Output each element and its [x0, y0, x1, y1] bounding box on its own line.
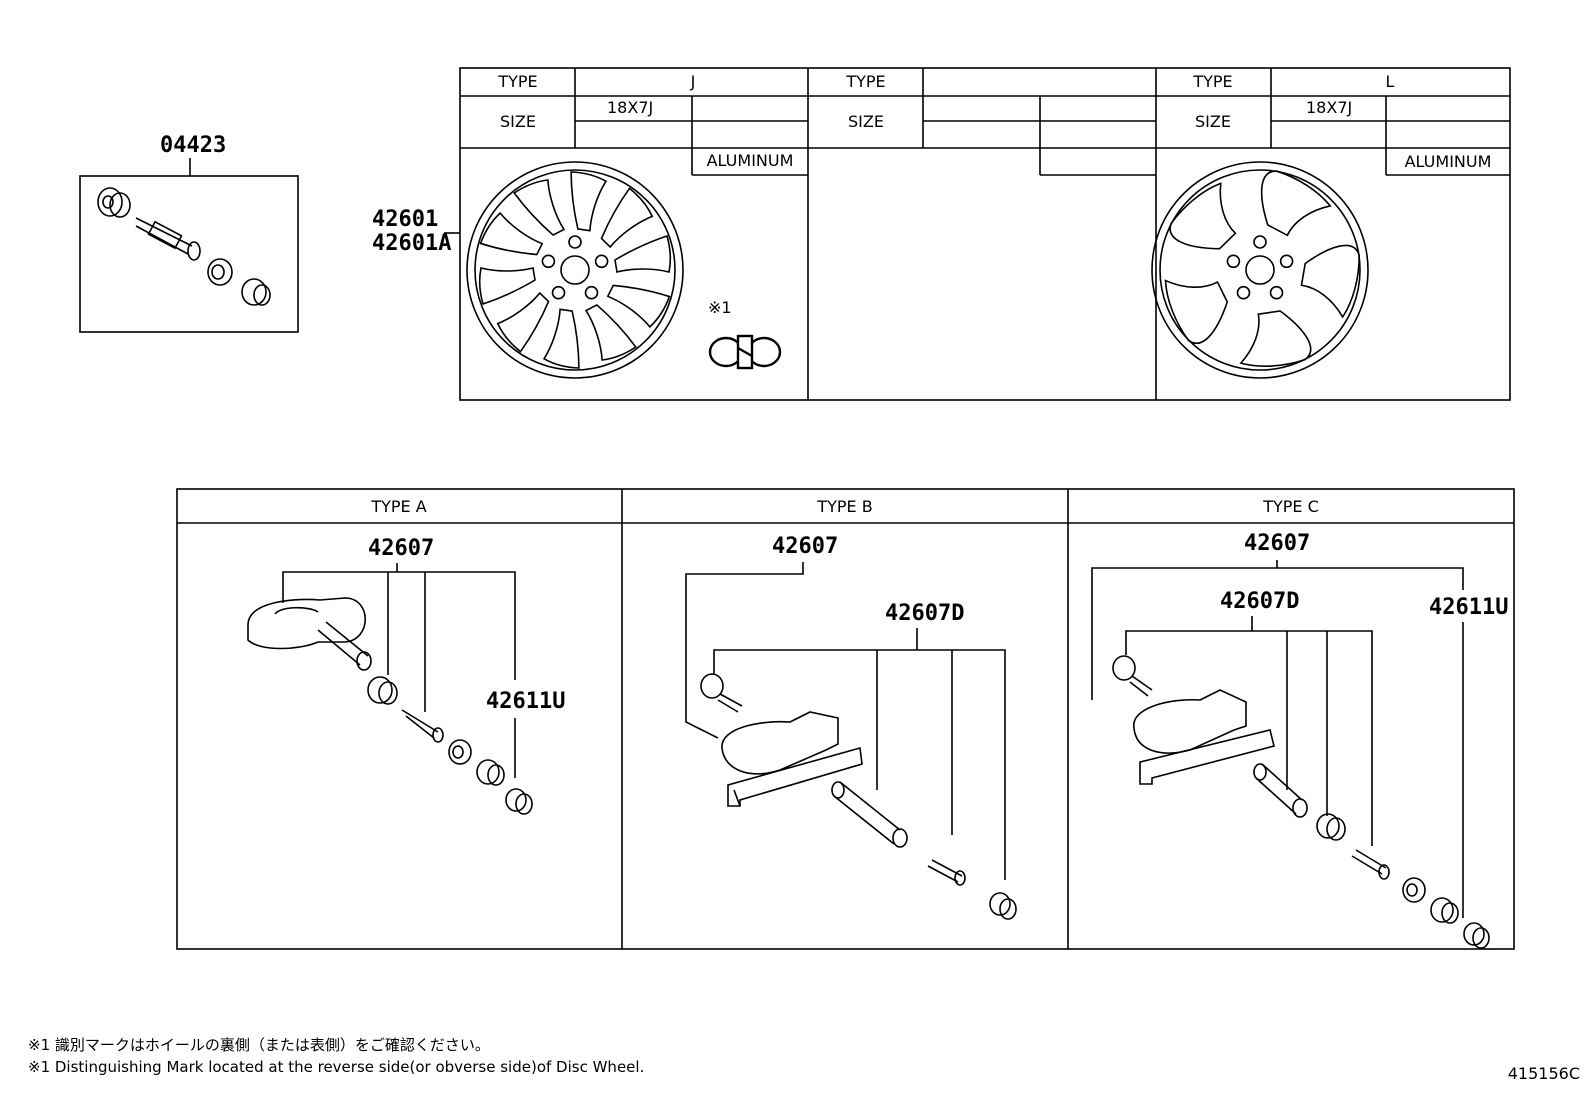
wheel-spoke-window — [1164, 279, 1229, 344]
wheel-l-icon — [1151, 161, 1369, 379]
size-label-blank: SIZE — [848, 112, 884, 131]
wheel-spoke-window — [478, 267, 536, 306]
lug-nut-icon — [568, 235, 582, 249]
size-value-l: 18X7J — [1306, 98, 1352, 117]
kit-grommet-icon — [97, 187, 131, 218]
lug-nut-icon — [1236, 285, 1251, 300]
type-b-assembly: 42607 42607D — [685, 534, 1017, 920]
kit-part-number[interactable]: 04423 — [160, 133, 226, 158]
header-type-c: TYPE C — [1262, 497, 1319, 516]
wheel-spoke-window — [496, 291, 550, 353]
note-english: ※1 Distinguishing Mark located at the re… — [28, 1058, 645, 1076]
type-label-l: TYPE — [1192, 72, 1232, 91]
type-c-nut-icon — [1430, 897, 1459, 924]
material-j: ALUMINUM — [707, 151, 794, 170]
wheel-spoke-window — [1239, 310, 1312, 367]
wheel-spoke-window — [600, 187, 654, 249]
type-a-washer-icon — [448, 739, 472, 765]
wheel-j-icon — [466, 161, 684, 379]
type-b-cap-icon — [989, 892, 1017, 920]
lug-nut-icon — [551, 285, 566, 300]
type-c-cap-icon — [1463, 922, 1490, 949]
type-a-sensor-number[interactable]: 42607 — [368, 536, 434, 561]
type-b-valve-stem-icon — [831, 781, 908, 848]
wheel-part-number[interactable]: 42601 — [372, 207, 438, 232]
lug-nut-icon — [1279, 254, 1294, 269]
header-type-b: TYPE B — [816, 497, 872, 516]
type-a-nut-icon — [476, 759, 505, 786]
material-l: ALUMINUM — [1405, 152, 1492, 171]
type-c-screw-icon — [1112, 655, 1153, 697]
type-c-valve-core-icon — [1351, 849, 1390, 880]
wheel-spoke-window — [606, 284, 671, 329]
lug-nut-icon — [1253, 235, 1267, 249]
kit-washer-icon — [207, 258, 233, 286]
mark-ref: ※1 — [708, 298, 732, 317]
valve-kit-group: 04423 — [79, 133, 299, 333]
wheel-part-number-alt[interactable]: 42601A — [372, 231, 451, 256]
type-a-sensor-body-icon — [247, 597, 372, 671]
wheel-spoke-window — [614, 234, 672, 273]
wheel-spoke-window — [1300, 244, 1361, 319]
type-value-j: J — [690, 72, 696, 91]
type-c-sensor-body-icon — [1133, 689, 1275, 785]
wheel-spoke-window — [542, 308, 580, 369]
header-type-a: TYPE A — [370, 497, 426, 516]
lug-nut-icon — [1226, 254, 1241, 269]
type-a-cap-icon — [505, 788, 533, 815]
type-b-screw-icon — [700, 673, 743, 713]
type-b-valve-number[interactable]: 42607D — [885, 601, 964, 626]
type-b-sensor-number[interactable]: 42607 — [772, 534, 838, 559]
lug-nut-icon — [541, 254, 556, 269]
wheel-spoke-window — [1260, 170, 1332, 237]
kit-box — [79, 175, 299, 333]
type-c-valve-number[interactable]: 42607D — [1220, 589, 1299, 614]
lug-nut-icon — [1269, 285, 1284, 300]
size-label-l: SIZE — [1195, 112, 1231, 131]
type-b-sensor-body-icon — [721, 711, 863, 807]
wheel-spoke-window — [584, 303, 637, 361]
size-value-j: 18X7J — [607, 98, 653, 117]
distinguishing-mark: ※1 — [708, 298, 782, 370]
note-japanese: ※1 識別マークはホイールの裏側（または表側）をご確認ください。 — [28, 1036, 490, 1054]
type-c-grommet-icon — [1316, 813, 1346, 841]
type-a-assembly: 42607 42611U — [247, 536, 565, 815]
type-c-sensor-number[interactable]: 42607 — [1244, 531, 1310, 556]
kit-valve-stem-icon — [135, 217, 201, 261]
type-value-l: L — [1386, 72, 1395, 91]
type-c-cap-number[interactable]: 42611U — [1429, 595, 1508, 620]
type-label-blank: TYPE — [845, 72, 885, 91]
wheel-spoke-window — [570, 171, 608, 232]
wheel-spoke-window — [479, 211, 544, 256]
type-b-valve-core-icon — [927, 859, 966, 886]
wheel-table: 42601 42601A TYPE J SIZE 18X7J ALUMINUM … — [372, 67, 1511, 401]
type-a-valve-core-icon — [401, 709, 444, 743]
lug-nut-icon — [594, 254, 609, 269]
type-c-washer-icon — [1402, 877, 1426, 903]
sensor-table: TYPE A TYPE B TYPE C — [176, 488, 1515, 950]
size-label-j: SIZE — [500, 112, 536, 131]
type-a-grommet-icon — [367, 676, 398, 705]
type-c-assembly: 42607 42607D 42611U — [1091, 531, 1508, 949]
type-label-j: TYPE — [497, 72, 537, 91]
type-a-cap-number[interactable]: 42611U — [486, 689, 565, 714]
wheel-spoke-window — [1169, 182, 1237, 250]
kit-cap-icon — [241, 278, 271, 306]
diagram-code: 415156C — [1507, 1064, 1580, 1083]
lug-nut-icon — [584, 285, 599, 300]
type-c-valve-stem-icon — [1253, 763, 1308, 818]
wheel-spoke-window — [513, 179, 566, 237]
